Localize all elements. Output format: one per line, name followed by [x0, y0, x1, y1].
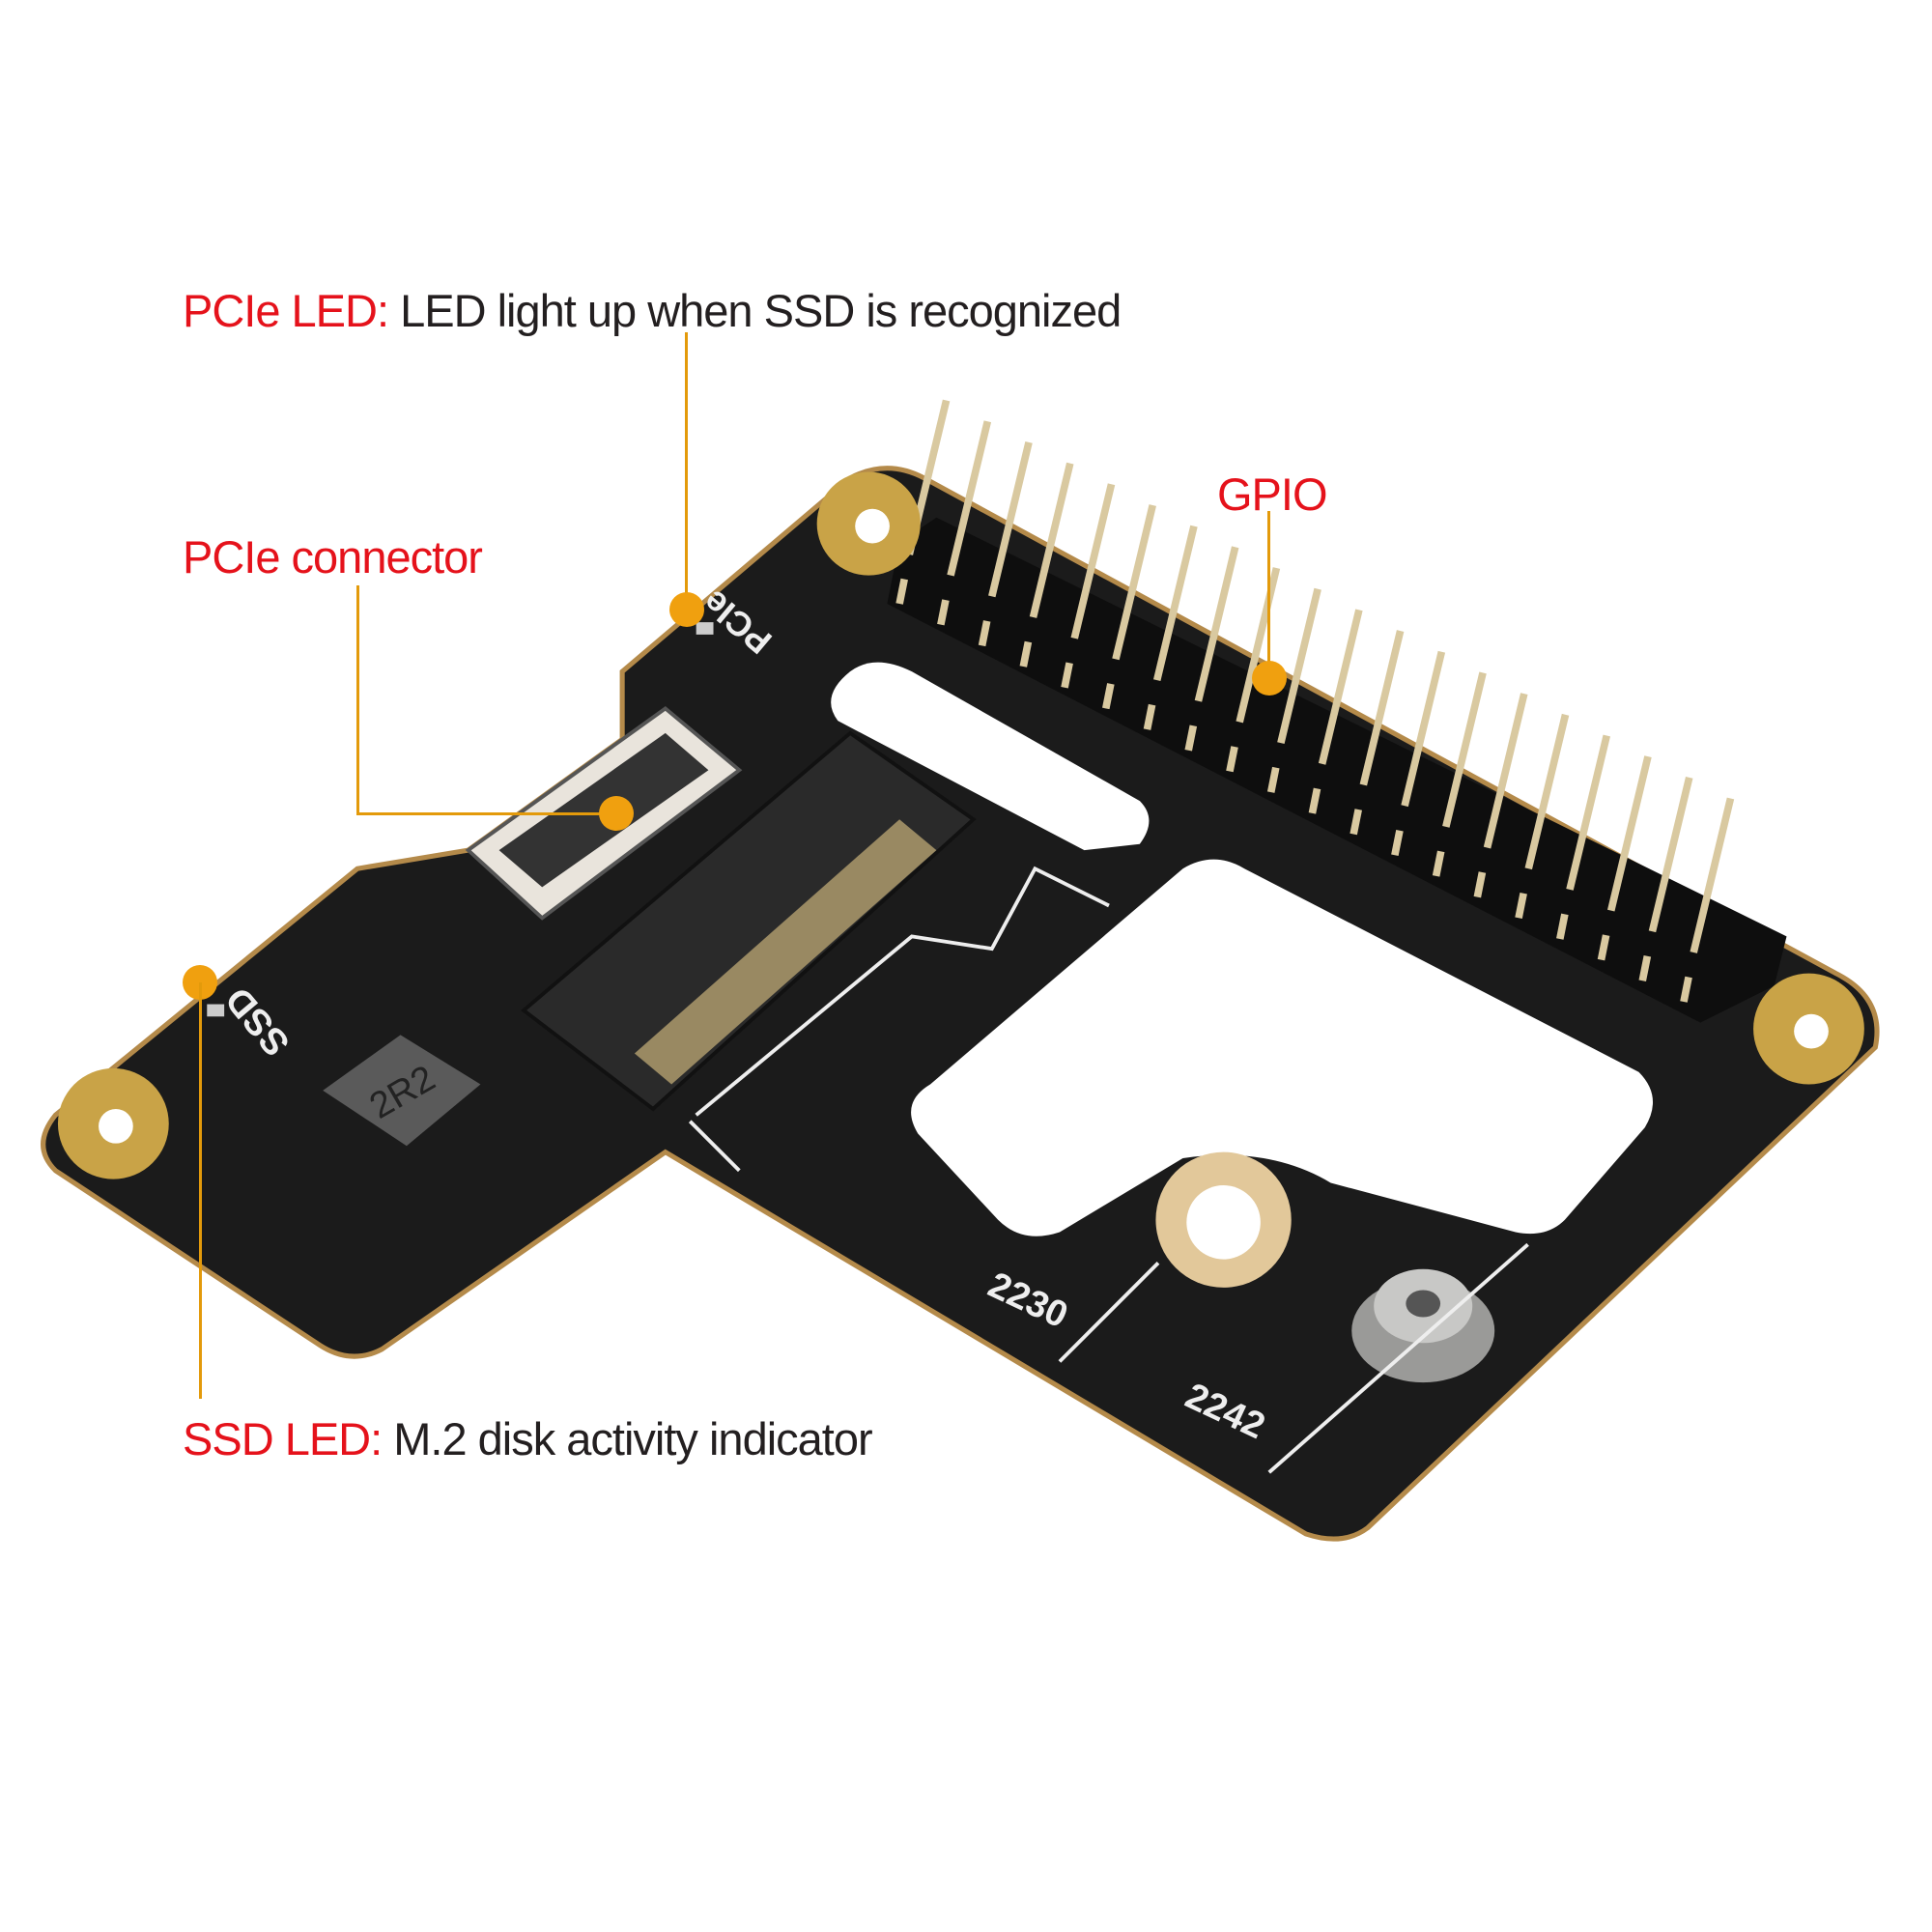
callout-pcie-connector: PCIe connector: [183, 531, 483, 582]
cutout-large: [911, 859, 1654, 1236]
gpio-pin: [1226, 746, 1238, 773]
leader-pcie-connector-h: [356, 812, 616, 815]
gpio-pin: [1680, 976, 1692, 1003]
gpio-pin: [1401, 650, 1446, 808]
gpio-pin: [1638, 955, 1652, 982]
m2-slot: [521, 730, 977, 1112]
leader-pcie-led: [685, 332, 688, 610]
cutout-small: [831, 662, 1150, 851]
gpio-pin: [1648, 776, 1693, 933]
gpio-pin: [1194, 546, 1239, 702]
gpio-pin: [1607, 755, 1652, 912]
gpio-pin: [1597, 934, 1610, 961]
gpio-pin: [1152, 525, 1198, 681]
gpio-header-base: [887, 517, 1787, 1023]
leader-ssd-led: [199, 982, 202, 1399]
gpio-pin: [988, 441, 1033, 598]
gpio-pin: [1318, 609, 1363, 765]
inductor-2r2: [323, 1035, 481, 1147]
callout-ssd-led: SSD LED: M.2 disk activity indicator: [183, 1413, 873, 1464]
gpio-pin: [937, 599, 950, 626]
gpio-pin: [978, 620, 991, 647]
ssd-led: [207, 1004, 225, 1017]
gpio-pin: [1483, 693, 1528, 849]
gpio-pin: [1556, 913, 1569, 940]
gpio-pin: [1442, 671, 1487, 828]
callout-pcie-connector-key: PCIe connector: [183, 531, 483, 582]
callout-gpio: GPIO: [1217, 469, 1328, 520]
callout-pcie-led-key: PCIe LED:: [183, 285, 389, 336]
gpio-pin: [1690, 797, 1735, 953]
leader-pcie-connector-v: [356, 585, 359, 814]
gpio-pin: [1473, 871, 1487, 898]
gpio-pin: [1524, 713, 1570, 870]
leader-gpio: [1267, 511, 1270, 678]
gpio-pin: [1566, 734, 1610, 891]
callout-ssd-led-text: M.2 disk activity indicator: [382, 1413, 872, 1464]
gpio-pin: [1308, 787, 1321, 814]
gpio-pin: [1184, 724, 1198, 752]
gpio-pin: [1070, 483, 1116, 639]
gpio-pin: [895, 578, 908, 605]
gpio-pin: [1391, 829, 1404, 856]
pcie-led: [696, 622, 714, 635]
callout-ssd-led-key: SSD LED:: [183, 1413, 383, 1464]
callout-pcie-led-text: LED light up when SSD is recognized: [388, 285, 1122, 336]
gpio-pin: [1112, 504, 1156, 661]
marker-gpio: [1252, 661, 1287, 696]
gpio-pin: [1061, 662, 1073, 689]
callout-pcie-led: PCIe LED: LED light up when SSD is recog…: [183, 285, 1122, 336]
gpio-pin: [1350, 809, 1363, 836]
gpio-pin: [1266, 766, 1280, 793]
callout-gpio-key: GPIO: [1217, 469, 1328, 520]
gpio-pin: [1515, 892, 1527, 920]
gpio-pin: [1019, 640, 1033, 668]
gpio-pin: [1432, 850, 1445, 877]
gpio-pin: [1143, 703, 1156, 730]
marker-pcie-connector: [599, 796, 634, 831]
gpio-pin: [1236, 567, 1281, 724]
gpio-pin: [1277, 587, 1321, 745]
marker-pcie-led: [669, 592, 704, 627]
gpio-pin: [1029, 462, 1074, 618]
gpio-pin: [1102, 683, 1115, 710]
gpio-pin: [1359, 630, 1405, 786]
gpio-pin: [947, 420, 992, 577]
